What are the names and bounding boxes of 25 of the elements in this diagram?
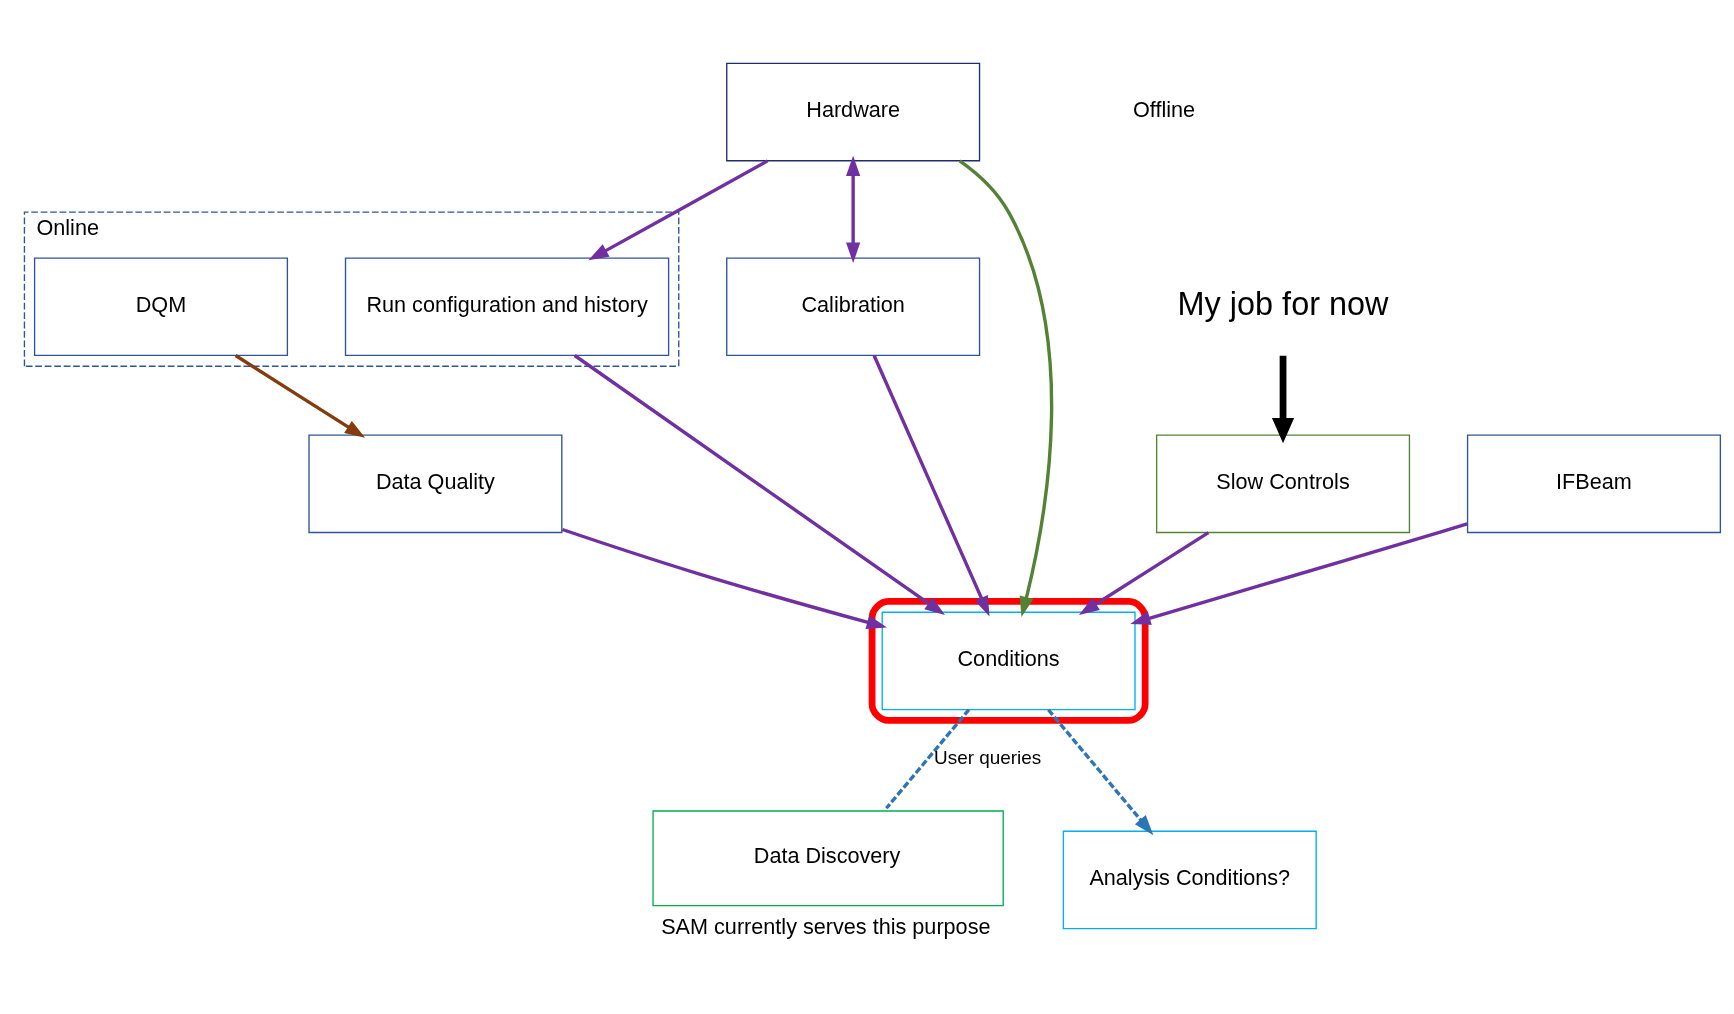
arrow xyxy=(588,158,769,260)
node-box: Hardware xyxy=(726,62,981,161)
node-text: My job for now xyxy=(1177,285,1389,322)
label: Offline xyxy=(1133,96,1196,122)
node-box: IFBeam xyxy=(1466,434,1722,533)
node-box: Data Discovery xyxy=(652,809,1004,906)
arrow xyxy=(1047,708,1154,835)
edge-label: User queries xyxy=(934,746,1042,768)
connector xyxy=(885,708,971,809)
node-box: Data Quality xyxy=(308,434,563,533)
arrow xyxy=(846,155,861,263)
node-box: Run configuration and history xyxy=(344,256,670,356)
arrow xyxy=(573,353,946,615)
node-box: Analysis Conditions? xyxy=(1062,830,1317,929)
node-box: Calibration xyxy=(726,256,981,356)
arrow xyxy=(561,527,887,629)
arrow xyxy=(234,353,366,438)
node-box: DQM xyxy=(33,256,289,356)
arrow xyxy=(1130,521,1468,625)
arrow xyxy=(1078,530,1210,615)
arrow xyxy=(872,354,990,616)
node-box: Slow Controls xyxy=(1155,434,1411,533)
node-label: SAM currently serves this purpose xyxy=(661,913,991,939)
arrow xyxy=(958,158,1054,617)
node-box: Conditions xyxy=(881,611,1136,710)
